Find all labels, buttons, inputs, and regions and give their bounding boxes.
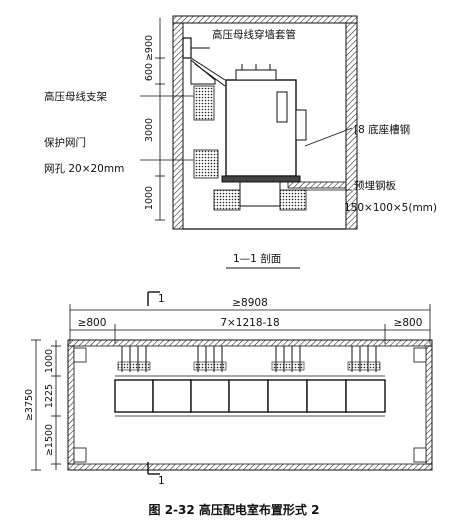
dim-depth-a: 1000 bbox=[44, 349, 55, 373]
plan-wall-right bbox=[425, 345, 433, 465]
label-busbar-bracket: 高压母线支架 bbox=[44, 90, 107, 103]
floor-slab-right bbox=[287, 181, 347, 189]
channel-leader bbox=[304, 127, 353, 147]
section-view bbox=[140, 15, 358, 230]
dim-right-clear: ≥800 bbox=[394, 317, 423, 329]
cabinet-handle bbox=[276, 91, 288, 123]
door-bottom-left bbox=[73, 447, 87, 463]
dim-section-2: 3000 bbox=[144, 118, 155, 142]
door-top-left bbox=[73, 347, 87, 363]
switchgear-unit bbox=[152, 379, 192, 413]
dim-section-3: 1000 bbox=[144, 186, 155, 210]
bushing-group-2 bbox=[193, 346, 227, 372]
switchgear-unit bbox=[267, 379, 308, 413]
dim-section-0: ≥900 bbox=[144, 35, 155, 61]
label-embedded-plate: 预埋钢板 bbox=[354, 179, 396, 192]
door-bottom-right bbox=[413, 447, 427, 463]
plan-wall-bottom bbox=[67, 463, 433, 471]
dim-section-1: 600 bbox=[144, 63, 155, 81]
busbar-bracket-icon bbox=[190, 58, 216, 85]
dim-left-clear: ≥800 bbox=[78, 317, 107, 329]
right-wall bbox=[345, 22, 358, 230]
bushing-group-3 bbox=[271, 346, 305, 372]
switchgear-unit bbox=[228, 379, 269, 413]
label-busbar-sleeve: 高压母线穿墙套管 bbox=[212, 28, 296, 41]
roof-slab bbox=[172, 15, 358, 24]
dim-depth-c: ≥1500 bbox=[44, 424, 55, 456]
cabinet-top-box bbox=[235, 69, 277, 81]
busbar-line bbox=[194, 63, 226, 87]
label-mesh-size: 网孔 20×20mm bbox=[44, 162, 124, 175]
plan-view bbox=[31, 291, 433, 475]
cabinet-side-device bbox=[295, 109, 307, 141]
figure-caption: 图 2-32 高压配电室布置形式 2 bbox=[149, 502, 320, 517]
guard-net-lower bbox=[193, 149, 219, 179]
foundation-left bbox=[213, 189, 241, 211]
switchgear-unit bbox=[190, 379, 230, 413]
left-wall bbox=[172, 22, 184, 230]
section-mark-bottom: 1 bbox=[158, 475, 165, 487]
bushing-group-4 bbox=[347, 346, 381, 372]
label-plate-size: 150×100×5(mm) bbox=[344, 202, 437, 214]
switchgear-row bbox=[114, 375, 386, 417]
label-guard-net-door: 保护网门 bbox=[44, 136, 86, 149]
switchgear-unit bbox=[114, 379, 154, 413]
dim-units: 7×1218-18 bbox=[220, 317, 279, 329]
dim-depth-b: 1225 bbox=[44, 384, 55, 408]
plan-wall-top bbox=[67, 339, 433, 347]
foundation-right bbox=[279, 189, 307, 211]
cable-trench-gap bbox=[239, 181, 281, 207]
switchgear-unit bbox=[345, 379, 386, 413]
dim-depth-total: ≥3750 bbox=[24, 389, 35, 421]
label-channel-steel: [8 底座槽钢 bbox=[354, 123, 410, 136]
switchgear-unit bbox=[306, 379, 347, 413]
base-channel-steel bbox=[221, 175, 301, 183]
section-mark-top: 1 bbox=[158, 293, 165, 305]
busbar-line bbox=[190, 57, 226, 81]
plan-wall-left bbox=[67, 345, 75, 465]
door-top-right bbox=[413, 347, 427, 363]
wall-bushing-icon bbox=[182, 37, 192, 59]
section-title: 1—1 剖面 bbox=[233, 252, 281, 265]
guard-net-upper bbox=[193, 85, 215, 121]
bushing-group-1 bbox=[117, 346, 151, 372]
dim-total-length: ≥8908 bbox=[232, 297, 268, 309]
